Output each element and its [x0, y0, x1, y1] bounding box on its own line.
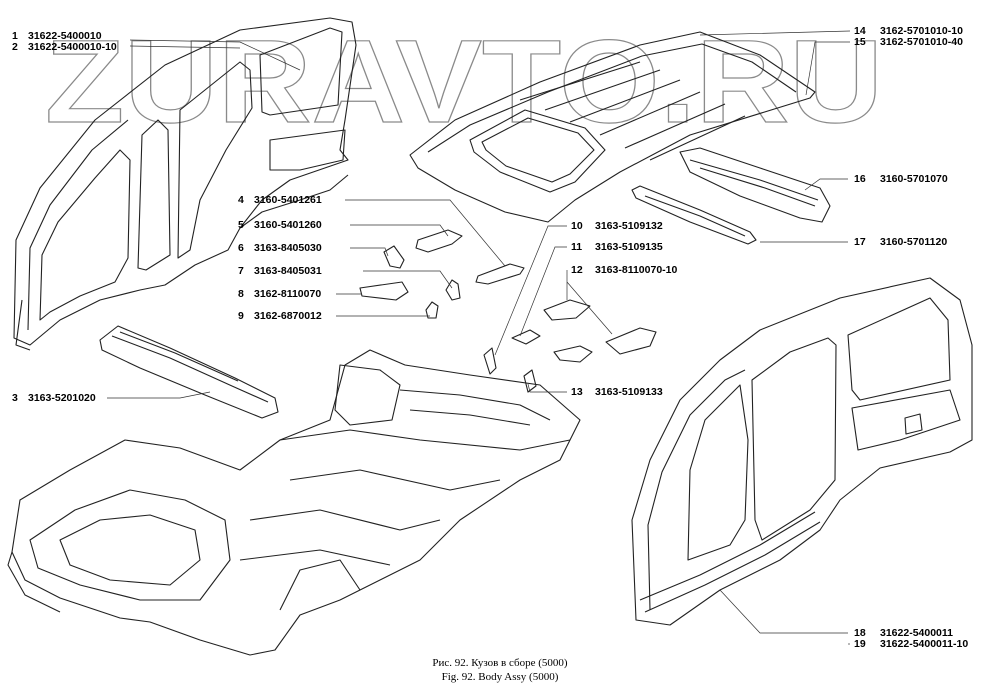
roof-rear-bow: [631, 185, 757, 245]
left-side-panel: [13, 17, 357, 351]
caption-ru: Рис. 92. Кузов в сборе (5000): [432, 657, 568, 669]
caption-en: Fig. 92. Body Assy (5000): [441, 671, 559, 683]
underbody: [7, 349, 581, 656]
roof-panel: [409, 31, 816, 223]
roof-front-bow: [679, 147, 831, 223]
leader-lines: [107, 30, 851, 645]
watermark: ZURAVTO.RU: [45, 18, 884, 133]
small-brackets: [359, 229, 657, 393]
right-side-panel: [631, 277, 973, 626]
cowl-panel: [99, 325, 279, 419]
watermark-text: ZURAVTO.RU: [45, 18, 883, 133]
